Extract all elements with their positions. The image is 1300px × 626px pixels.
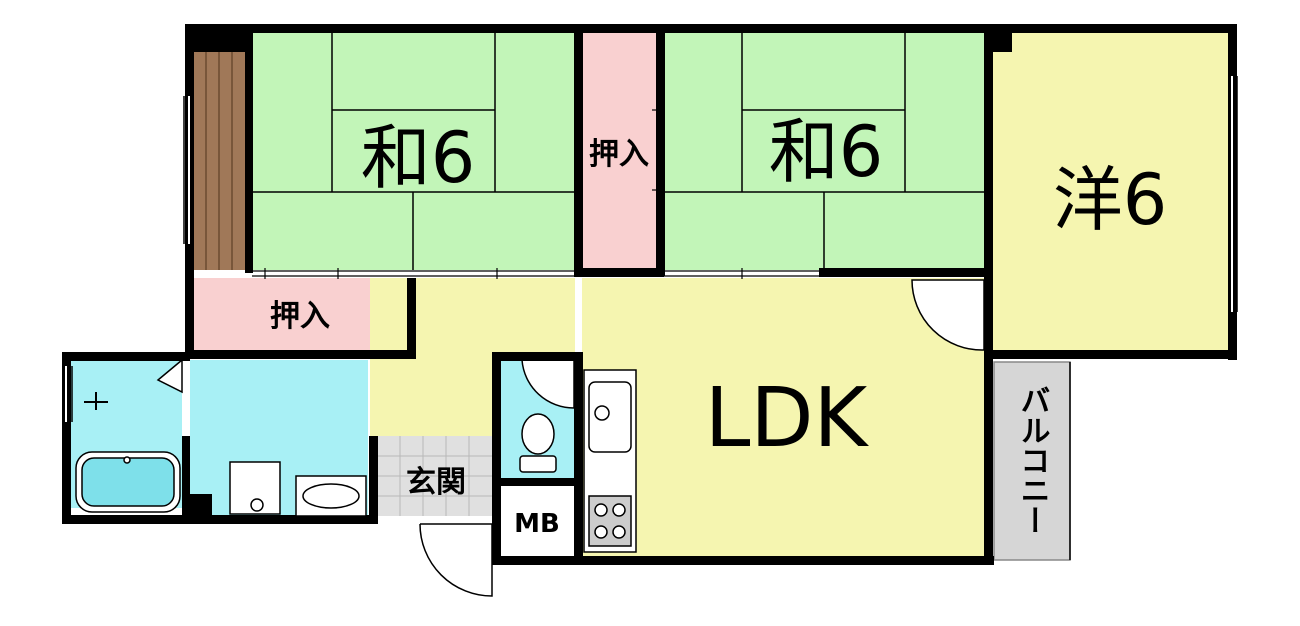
windows xyxy=(65,76,1233,422)
label-youshitsu: 洋6 xyxy=(1053,159,1168,241)
wood-deck-lines xyxy=(205,52,233,270)
kitchen-counter xyxy=(583,369,637,553)
toilet-fixture xyxy=(519,413,557,473)
room-youshitsu xyxy=(992,32,1228,350)
label-washitsu-left: 和6 xyxy=(361,117,476,199)
toilet-door-swing xyxy=(521,359,575,409)
room-ldk xyxy=(582,278,984,556)
track-ticks xyxy=(264,109,743,279)
bathtub xyxy=(75,451,181,513)
washing-machine xyxy=(229,461,281,515)
label-washitsu-right: 和6 xyxy=(769,111,884,193)
room-mb xyxy=(500,484,574,556)
tatami-lines-left xyxy=(252,32,574,270)
ldk-door-swing xyxy=(911,279,985,351)
label-genkan: 玄関 xyxy=(406,465,466,500)
label-ldk: LDK xyxy=(705,371,870,466)
wash-basin xyxy=(295,475,367,517)
shower-faucet xyxy=(84,392,108,410)
label-balcony: バルコニー xyxy=(1015,385,1050,535)
label-oshiire-lower: 押入 xyxy=(270,299,330,334)
tatami-lines-right xyxy=(664,32,984,270)
label-mb: MB xyxy=(514,509,560,539)
room-oshiire-center xyxy=(582,32,656,270)
window-frames xyxy=(71,76,1238,422)
room-balcony xyxy=(993,361,1071,561)
label-oshiire-center: 押入 xyxy=(589,137,649,172)
bath-door xyxy=(156,358,183,394)
genkan-tiles xyxy=(378,436,492,516)
entrance-door xyxy=(419,523,493,597)
walls xyxy=(62,24,1237,565)
